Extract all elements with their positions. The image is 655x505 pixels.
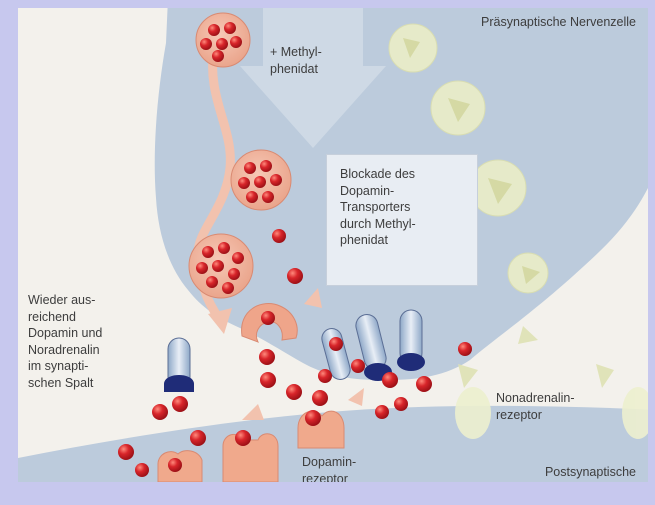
label-postsynaptisch-text: Postsynaptische Nervenzelle (545, 465, 636, 482)
label-nonadrenalin-text: Nonadrenalin- rezeptor (496, 391, 575, 422)
label-wieder-text: Wieder aus- reichend Dopamin und Noradre… (28, 293, 102, 390)
dopamine-transporter-right2 (397, 310, 425, 371)
label-wieder-ausreichend: Wieder aus- reichend Dopamin und Noradre… (28, 292, 138, 391)
label-postsynaptische-nervenzelle: Postsynaptische Nervenzelle (498, 464, 636, 482)
label-blockade: Blockade des Dopamin- Transporters durch… (340, 166, 470, 249)
dopamine-vesicle-2 (231, 150, 291, 210)
label-dopamin-rezeptor: Dopamin- rezeptor (302, 454, 392, 482)
synapse-illustration: Präsynaptische Nervenzelle + Methyl- phe… (18, 8, 648, 482)
dopamine-vesicle-3 (189, 234, 253, 298)
label-dopaminrezeptor-text: Dopamin- rezeptor (302, 455, 356, 482)
label-praesynaptisch-text: Präsynaptische Nervenzelle (481, 15, 636, 29)
dopamine-transporter-left (164, 338, 194, 392)
label-methylphenidat: + Methyl- phenidat (270, 44, 360, 77)
label-nonadrenalin-rezeptor: Nonadrenalin- rezeptor (496, 390, 606, 423)
dopamine-vesicle-1 (196, 13, 250, 67)
label-methylphenidat-text: + Methyl- phenidat (270, 45, 322, 76)
label-praesynaptische-nervenzelle: Präsynaptische Nervenzelle (468, 14, 636, 31)
label-blockade-text: Blockade des Dopamin- Transporters durch… (340, 167, 416, 247)
